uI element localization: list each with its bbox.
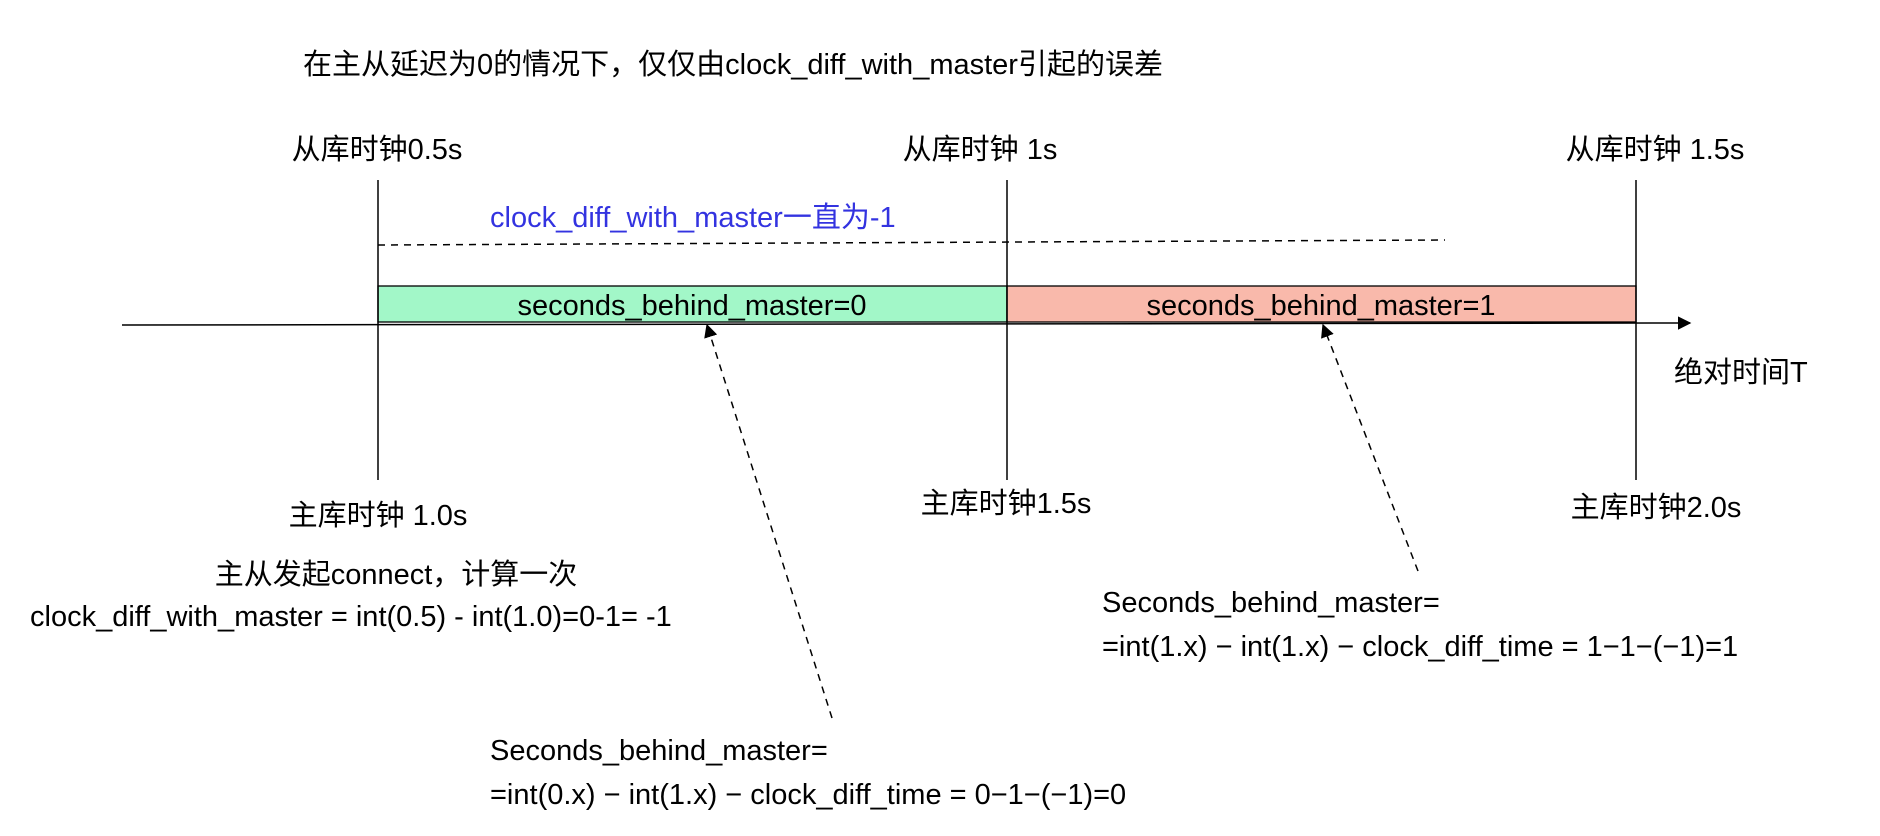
- segment-box-0: [377, 285, 1008, 323]
- formula-left-line2: =int(0.x) − int(1.x) − clock_diff_time =…: [490, 779, 1126, 811]
- master-clock-label-1: 主库时钟1.5s: [921, 487, 1092, 520]
- formula-right-line2: =int(1.x) − int(1.x) − clock_diff_time =…: [1102, 631, 1738, 663]
- formula-right-line1: Seconds_behind_master=: [1102, 587, 1440, 619]
- time-axis-label: 绝对时间T: [1674, 356, 1808, 389]
- slave-clock-label-2: 从库时钟 1.5s: [1566, 133, 1745, 166]
- formula-left-line1: Seconds_behind_master=: [490, 735, 828, 767]
- segment-box-1: [1006, 285, 1637, 323]
- segment-label-1: seconds_behind_master=1: [1146, 290, 1495, 322]
- slave-clock-label-0: 从库时钟0.5s: [292, 133, 463, 166]
- master-clock-label-2: 主库时钟2.0s: [1571, 491, 1742, 524]
- clock-diff-dashed-line: [377, 239, 1446, 246]
- dashed-arrow-right: [1321, 323, 1419, 572]
- diagram-title: 在主从延迟为0的情况下，仅仅由clock_diff_with_master引起的…: [303, 48, 1163, 81]
- clock-diff-note: clock_diff_with_master一直为-1: [490, 201, 896, 234]
- segment-label-0: seconds_behind_master=0: [517, 290, 866, 322]
- slave-clock-label-1: 从库时钟 1s: [903, 133, 1058, 166]
- dashed-arrow-left: [704, 323, 833, 719]
- master-clock-label-0: 主库时钟 1.0s: [289, 499, 468, 532]
- time-axis: [121, 316, 1692, 330]
- connect-note-line1: 主从发起connect，计算一次: [215, 558, 578, 591]
- connect-note-line2: clock_diff_with_master = int(0.5) - int(…: [30, 601, 672, 633]
